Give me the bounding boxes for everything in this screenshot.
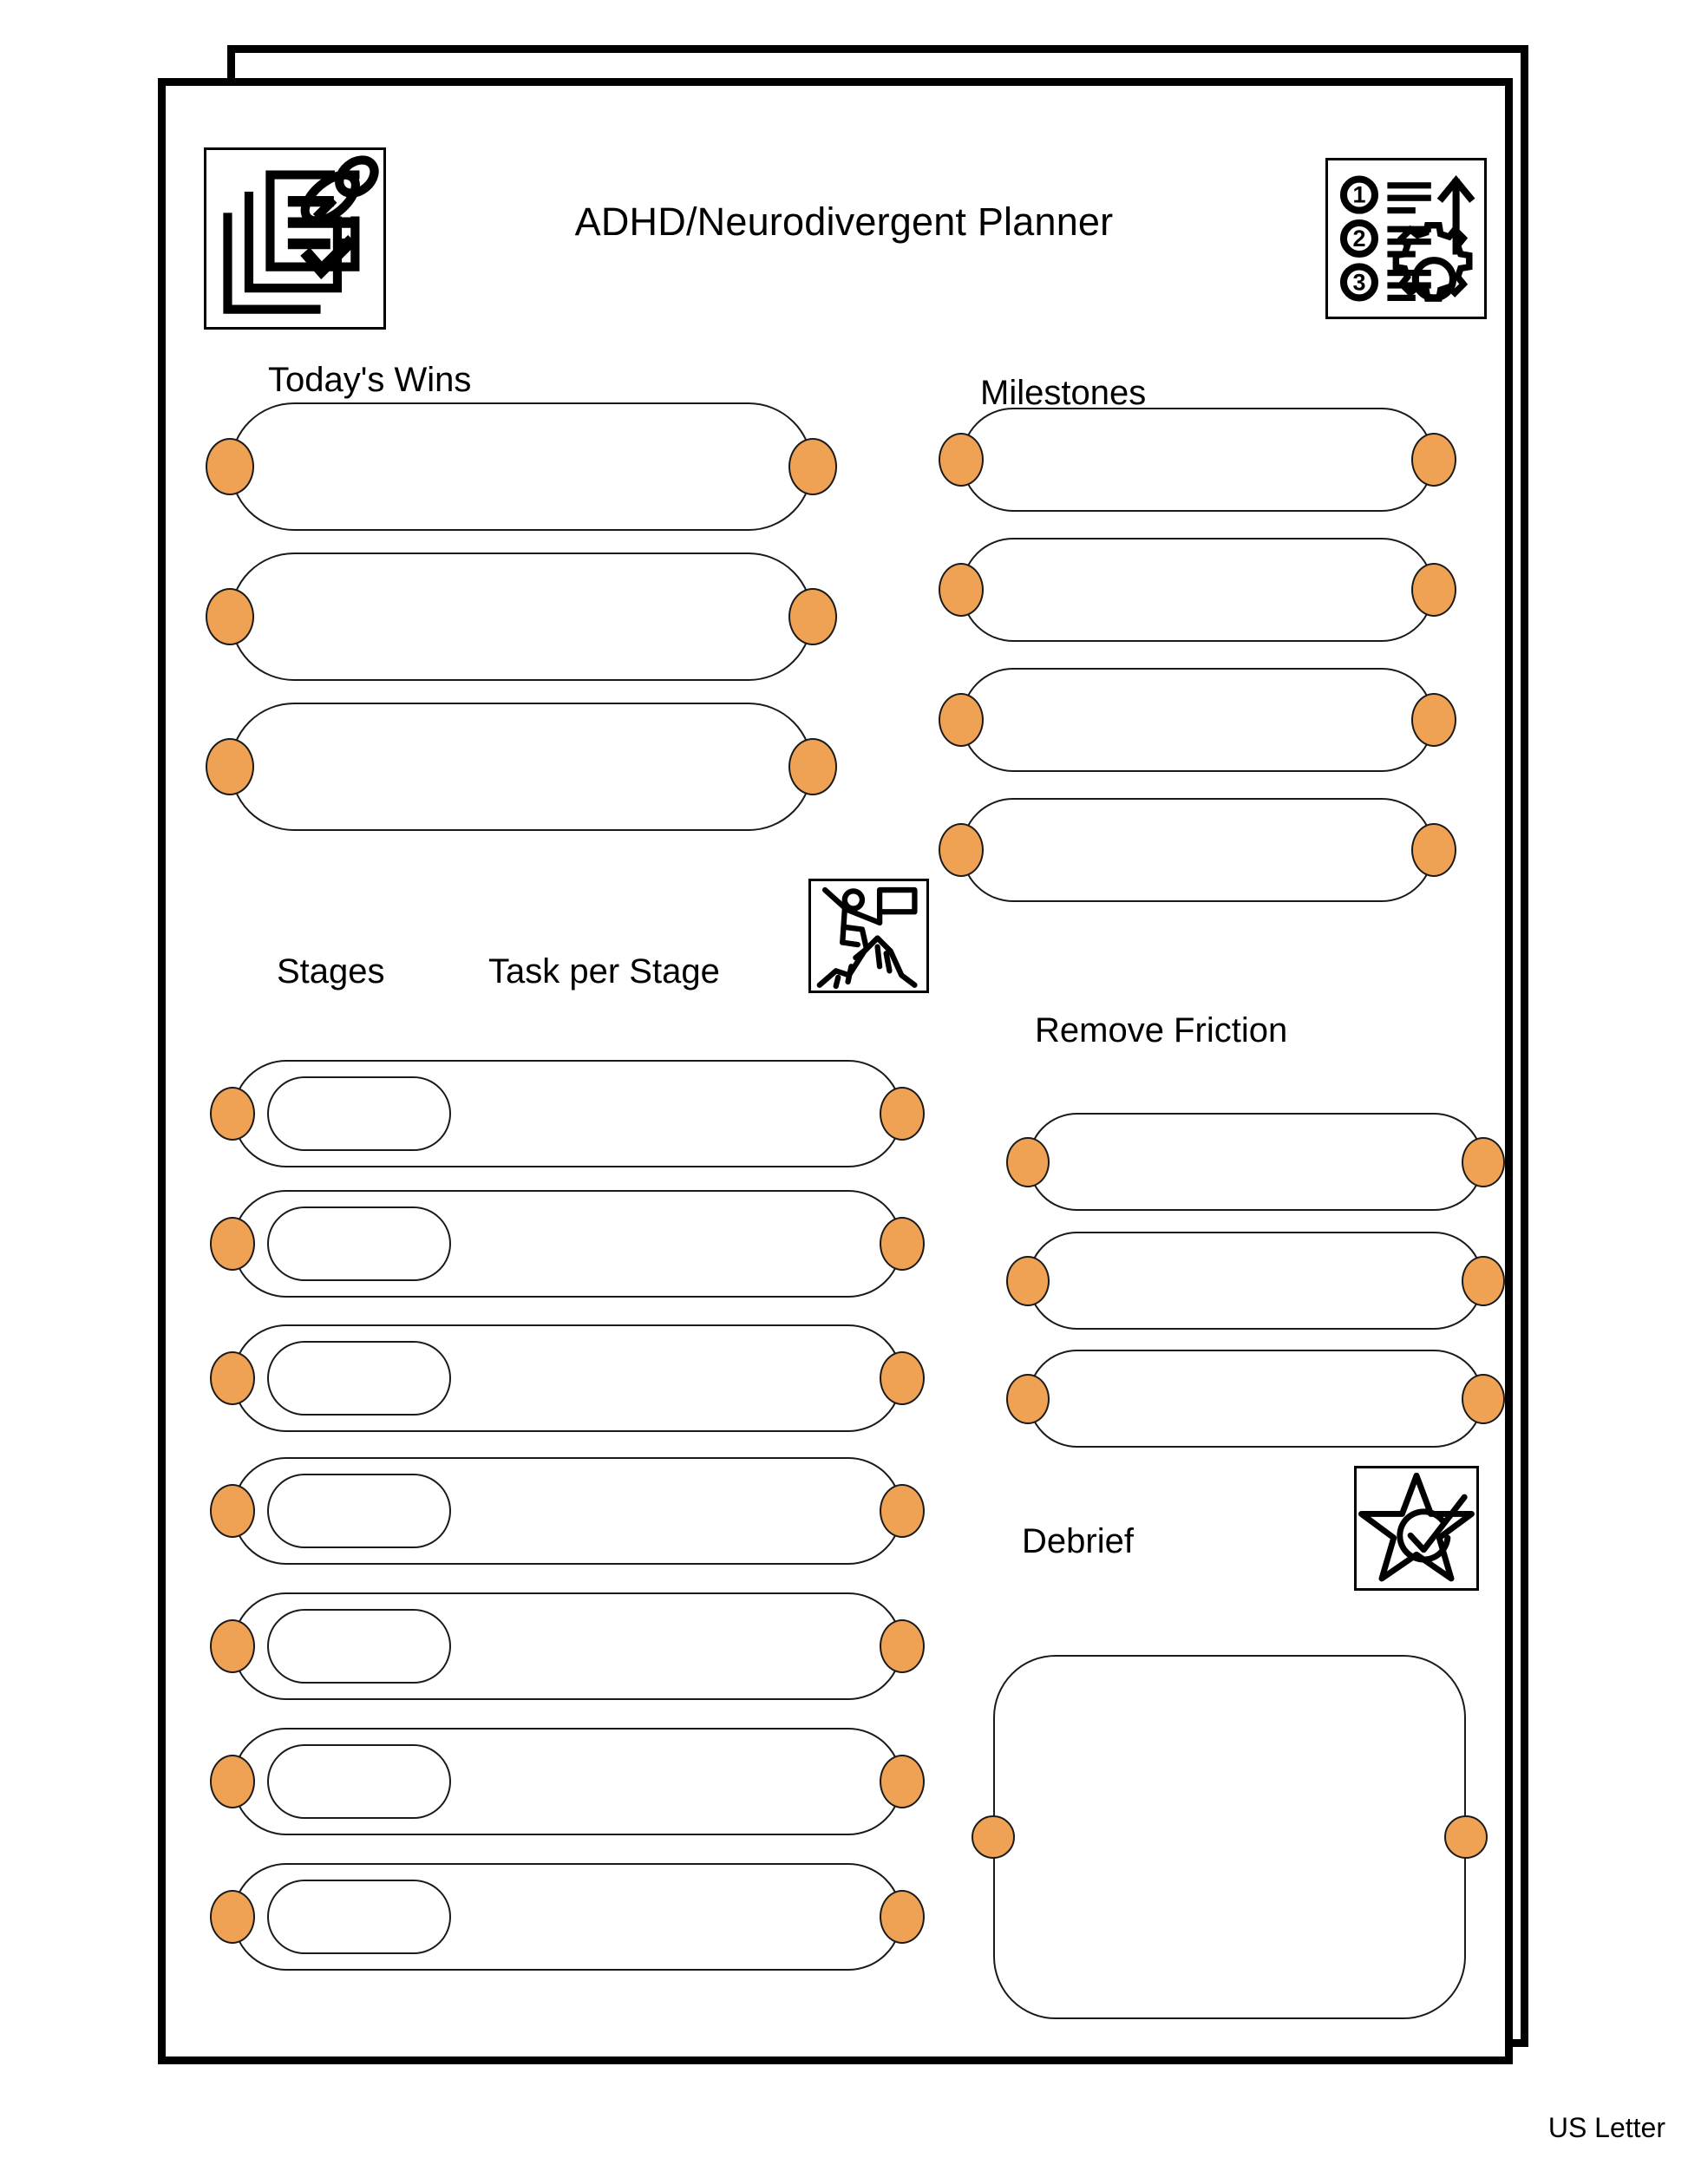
debrief-notes-input[interactable]	[993, 1655, 1466, 2019]
section-label-todays-wins: Today's Wins	[268, 361, 472, 399]
stage-name-input[interactable]	[267, 1474, 451, 1548]
stage-row[interactable]	[210, 1190, 925, 1298]
svg-text:2: 2	[1352, 226, 1365, 252]
row-handle-right[interactable]	[1411, 433, 1456, 487]
row-handle-left[interactable]	[210, 1619, 255, 1673]
row-handle-right[interactable]	[880, 1755, 925, 1808]
svg-text:1: 1	[1352, 182, 1365, 208]
row-handle-right[interactable]	[788, 588, 837, 645]
remove-friction-input[interactable]	[1028, 1232, 1483, 1330]
remove-friction-row[interactable]	[1006, 1113, 1505, 1211]
todays-wins-input[interactable]	[230, 553, 813, 681]
todays-wins-row[interactable]	[206, 402, 837, 531]
row-handle-left[interactable]	[210, 1755, 255, 1808]
row-handle-right[interactable]	[880, 1217, 925, 1271]
row-handle-right[interactable]	[788, 738, 837, 795]
milestones-row[interactable]	[939, 538, 1456, 642]
numbered-steps-gear-arrow-icon: 1 2 3	[1325, 158, 1487, 319]
milestone-input[interactable]	[961, 538, 1434, 642]
row-handle-left[interactable]	[206, 438, 254, 495]
debrief-notes-area[interactable]	[972, 1655, 1488, 2019]
stage-name-input[interactable]	[267, 1206, 451, 1281]
todays-wins-row[interactable]	[206, 553, 837, 681]
remove-friction-row[interactable]	[1006, 1232, 1505, 1330]
milestones-row[interactable]	[939, 798, 1456, 902]
stage-name-input[interactable]	[267, 1341, 451, 1416]
row-handle-right[interactable]	[880, 1087, 925, 1141]
stage-name-input[interactable]	[267, 1609, 451, 1684]
stage-row[interactable]	[210, 1060, 925, 1167]
row-handle-right[interactable]	[1462, 1373, 1505, 1424]
row-handle-right[interactable]	[880, 1484, 925, 1538]
row-handle-right[interactable]	[1444, 1815, 1488, 1859]
stage-name-input[interactable]	[267, 1744, 451, 1819]
milestone-input[interactable]	[961, 408, 1434, 512]
row-handle-right[interactable]	[880, 1351, 925, 1405]
row-handle-left[interactable]	[939, 563, 984, 617]
stacked-checklist-pushpin-icon	[204, 147, 386, 330]
todays-wins-input[interactable]	[230, 402, 813, 531]
stage-name-input[interactable]	[267, 1076, 451, 1151]
row-handle-right[interactable]	[1411, 693, 1456, 747]
row-handle-right[interactable]	[1411, 563, 1456, 617]
row-handle-right[interactable]	[1462, 1136, 1505, 1187]
stage-row[interactable]	[210, 1324, 925, 1432]
milestone-input[interactable]	[961, 798, 1434, 902]
row-handle-left[interactable]	[939, 693, 984, 747]
milestones-row[interactable]	[939, 408, 1456, 512]
page-title: ADHD/Neurodivergent Planner	[574, 199, 1114, 244]
row-handle-left[interactable]	[210, 1484, 255, 1538]
remove-friction-input[interactable]	[1028, 1113, 1483, 1211]
row-handle-right[interactable]	[1462, 1255, 1505, 1306]
row-handle-left[interactable]	[939, 823, 984, 877]
svg-text:3: 3	[1352, 269, 1365, 295]
milestone-input[interactable]	[961, 668, 1434, 772]
row-handle-left[interactable]	[206, 738, 254, 795]
todays-wins-input[interactable]	[230, 703, 813, 831]
stage-name-input[interactable]	[267, 1880, 451, 1954]
row-handle-right[interactable]	[788, 438, 837, 495]
milestones-row[interactable]	[939, 668, 1456, 772]
row-handle-left[interactable]	[206, 588, 254, 645]
row-handle-left[interactable]	[210, 1217, 255, 1271]
section-label-remove-friction: Remove Friction	[1035, 1011, 1288, 1049]
row-handle-right[interactable]	[880, 1619, 925, 1673]
todays-wins-row[interactable]	[206, 703, 837, 831]
section-label-stages: Stages	[277, 952, 385, 991]
mountain-climber-flag-icon	[808, 879, 929, 993]
row-handle-right[interactable]	[880, 1890, 925, 1944]
row-handle-left[interactable]	[210, 1087, 255, 1141]
stage-row[interactable]	[210, 1863, 925, 1971]
stage-row[interactable]	[210, 1728, 925, 1835]
remove-friction-row[interactable]	[1006, 1350, 1505, 1448]
stage-row[interactable]	[210, 1592, 925, 1700]
row-handle-right[interactable]	[1411, 823, 1456, 877]
row-handle-left[interactable]	[1006, 1136, 1050, 1187]
remove-friction-input[interactable]	[1028, 1350, 1483, 1448]
section-label-debrief: Debrief	[1022, 1522, 1134, 1560]
paper-size-label: US Letter	[1547, 2112, 1665, 2143]
row-handle-left[interactable]	[939, 433, 984, 487]
row-handle-left[interactable]	[210, 1890, 255, 1944]
section-label-task-per-stage: Task per Stage	[488, 952, 720, 991]
row-handle-left[interactable]	[210, 1351, 255, 1405]
row-handle-left[interactable]	[972, 1815, 1015, 1859]
row-handle-left[interactable]	[1006, 1373, 1050, 1424]
section-label-milestones: Milestones	[980, 374, 1147, 412]
row-handle-left[interactable]	[1006, 1255, 1050, 1306]
star-checkmark-icon	[1354, 1466, 1479, 1591]
stage-row[interactable]	[210, 1457, 925, 1565]
